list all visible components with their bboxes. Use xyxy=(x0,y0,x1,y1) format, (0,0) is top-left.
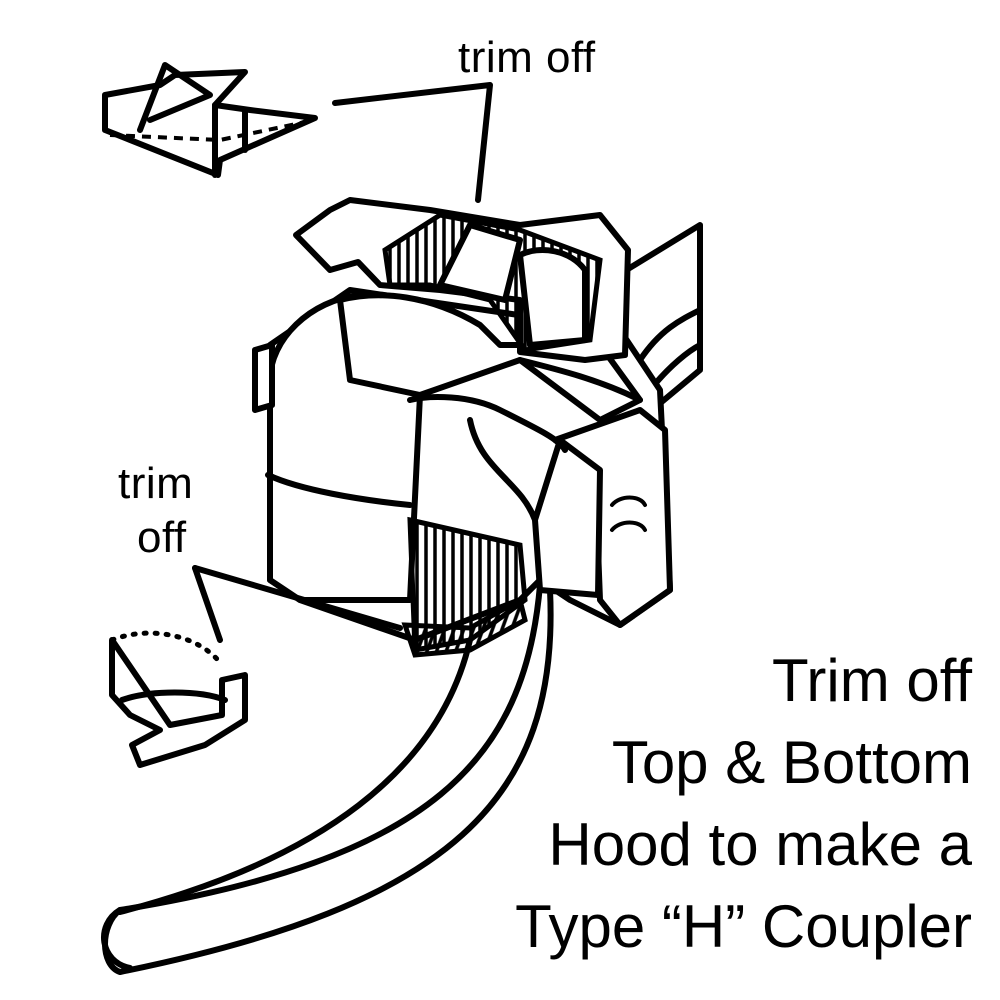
coupler-shank xyxy=(101,582,554,975)
top-trim-piece xyxy=(102,62,318,178)
bottom-hood xyxy=(401,516,528,658)
leader-lines xyxy=(192,82,493,643)
caption-line-1: Trim off xyxy=(771,647,972,714)
caption-line-3: Hood to make a xyxy=(548,811,972,878)
caption-line-2: Top & Bottom xyxy=(611,729,972,796)
trim-off-top-label: trim off xyxy=(458,33,596,82)
caption-line-4: Type “H” Coupler xyxy=(515,893,972,960)
instruction-caption: Trim off Top & Bottom Hood to make a Typ… xyxy=(515,640,972,968)
trim-off-left-label-line1: trim xyxy=(118,459,194,508)
top-hood xyxy=(293,197,631,363)
bottom-trim-piece xyxy=(109,630,248,768)
trim-off-left-label-line2: off xyxy=(137,513,187,562)
